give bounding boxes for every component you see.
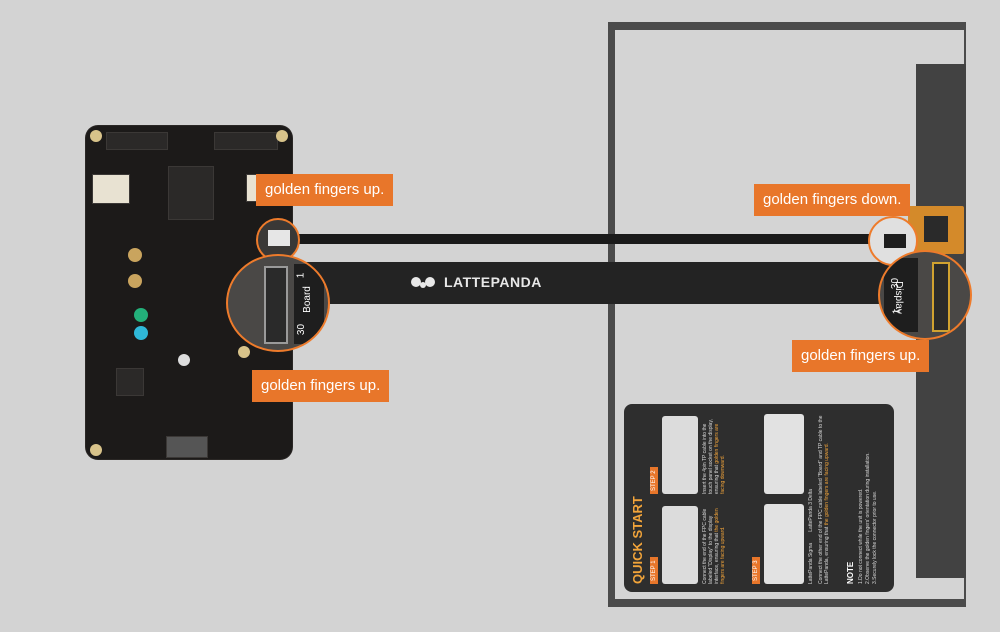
step3-photo-sigma xyxy=(764,504,804,584)
board-pin-first: 1 xyxy=(295,272,307,279)
status-led-cyan xyxy=(134,326,148,340)
label-display-tp: golden fingers down. xyxy=(754,184,911,216)
step3-highlight: the golden fingers are facing upward. xyxy=(824,443,830,526)
antenna-port xyxy=(128,248,142,262)
quick-start-card: QUICK START STEP 1 Connect the end of th… xyxy=(624,404,894,592)
antenna-port xyxy=(128,274,142,288)
label-display-fpc: golden fingers up. xyxy=(792,340,930,372)
quick-start-title: QUICK START xyxy=(630,496,645,584)
label-board-tp: golden fingers up. xyxy=(256,174,394,206)
step2-photo xyxy=(662,416,698,494)
m2-slot-right xyxy=(214,132,278,150)
white-connector xyxy=(92,174,130,204)
step3-badge: STEP 3 xyxy=(752,557,760,584)
step3-photo-delta xyxy=(764,414,804,494)
m2-slot-left xyxy=(106,132,168,150)
board-pin-last: 30 xyxy=(296,323,308,336)
touch-connector-chip xyxy=(924,216,948,242)
note-line-2: 2.Observe the golden fingers' orientatio… xyxy=(865,452,871,584)
boards-caption: LattePanda Sigma LattePanda 3 Delta xyxy=(808,488,814,584)
note-title: NOTE xyxy=(846,561,855,584)
quick-start-rotated: QUICK START STEP 1 Connect the end of th… xyxy=(624,404,894,592)
cable-brand-logo: LATTEPANDA xyxy=(410,270,542,294)
step2-badge: STEP 2 xyxy=(650,467,658,494)
fpc-cable xyxy=(298,262,908,304)
mount-hole xyxy=(238,346,250,358)
mount-hole xyxy=(90,444,102,456)
step3-text: Connect the other end of the FPC cable l… xyxy=(818,412,830,584)
display-fpc-end xyxy=(884,258,918,332)
fpc-socket xyxy=(264,266,288,344)
note-line-1: 1.Do not connect while the unit is power… xyxy=(858,488,864,584)
board-fpc-end xyxy=(294,264,324,344)
tp-cable xyxy=(280,234,900,244)
ram-chip xyxy=(116,368,144,396)
step1-badge: STEP 1 xyxy=(650,557,658,584)
cable-brand-text: LATTEPANDA xyxy=(444,274,542,290)
lattepanda-logo-icon xyxy=(411,277,435,288)
display-fpc-socket xyxy=(932,262,950,332)
board-fpc-zoom: 1 30 Board xyxy=(226,254,330,352)
mount-hole xyxy=(276,130,288,142)
display-fpc-zoom: 1 30 Display xyxy=(878,250,972,340)
usb-port xyxy=(166,436,208,458)
label-board-fpc: golden fingers up. xyxy=(252,370,390,402)
step1-photo xyxy=(662,506,698,584)
step2-text: Insert the 4pin TP cable into the touch … xyxy=(702,412,726,494)
board-cable-label: Board xyxy=(301,286,313,313)
status-led-green xyxy=(134,308,148,322)
tp-plug xyxy=(884,234,906,248)
board-logo xyxy=(178,354,190,366)
main-soc xyxy=(168,166,214,220)
step1-text: Connect the end of the FPC cable labeled… xyxy=(702,504,726,584)
tp-socket xyxy=(268,230,290,246)
note-line-3: 3.Securely lock the connector prior to u… xyxy=(872,490,878,584)
mount-hole xyxy=(90,130,102,142)
display-cable-label: Display xyxy=(892,281,904,314)
